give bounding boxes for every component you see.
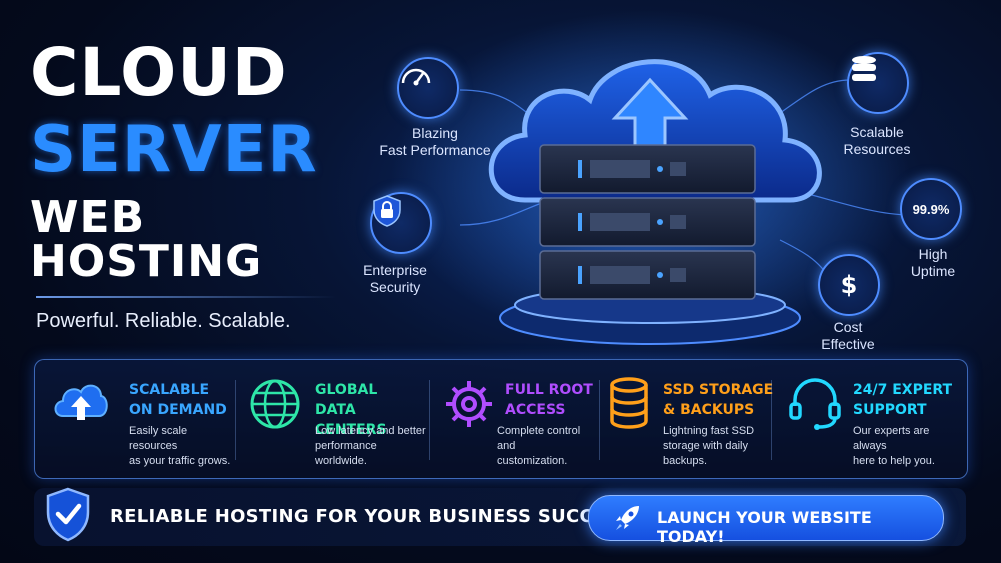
headset-icon xyxy=(789,378,841,430)
business-success-statement: RELIABLE HOSTING FOR YOUR BUSINESS SUCCE… xyxy=(110,506,632,527)
gear-icon xyxy=(446,381,492,427)
title-divider xyxy=(36,296,336,298)
hero-title-cloud: CLOUD xyxy=(30,34,288,111)
database-stack-icon xyxy=(852,56,876,81)
uptime-badge: 99.9% xyxy=(900,178,962,240)
feature-divider xyxy=(429,380,430,460)
cost-badge: $ xyxy=(818,254,880,316)
cloud-server-illustration: Blazing Fast Performance Enterprise Secu… xyxy=(350,0,1001,355)
features-bar: SCALABLE ON DEMAND Easily scale resource… xyxy=(34,359,968,479)
feature-divider xyxy=(599,380,600,460)
speedometer-icon xyxy=(401,68,431,86)
feature-desc: Complete control and customization. xyxy=(497,425,581,467)
feature-desc: Our experts are always here to help you. xyxy=(853,425,935,467)
feature-desc: Easily scale resources as your traffic g… xyxy=(129,425,231,467)
feature-title: FULL ROOT ACCESS xyxy=(505,382,593,418)
rocket-icon xyxy=(616,506,639,530)
illustration-graphic xyxy=(390,10,911,350)
hero-title-web-hosting: WEB HOSTING xyxy=(30,192,263,287)
speedometer-badge xyxy=(397,57,459,119)
launch-website-button[interactable]: LAUNCH YOUR WEBSITE TODAY! xyxy=(588,495,944,546)
callout-performance: Blazing Fast Performance xyxy=(379,125,491,158)
feature-desc: Low latency and better performance world… xyxy=(315,425,426,467)
uptime-value: 99.9% xyxy=(912,201,950,217)
database-icon xyxy=(610,377,648,429)
feature-support: 24/7 EXPERT SUPPORT Our experts are alwa… xyxy=(787,360,957,478)
callout-security: Enterprise Security xyxy=(363,262,427,295)
shield-check-icon xyxy=(46,487,90,542)
hero-title-server: SERVER xyxy=(30,113,318,187)
dollar-icon: $ xyxy=(840,271,858,299)
feature-title: SCALABLE ON DEMAND xyxy=(129,382,227,418)
feature-ssd-storage: SSD STORAGE & BACKUPS Lightning fast SSD… xyxy=(607,360,777,478)
feature-scalable: SCALABLE ON DEMAND Easily scale resource… xyxy=(51,360,231,478)
callout-resources: Scalable Resources xyxy=(843,124,911,157)
tagline: Powerful. Reliable. Scalable. xyxy=(36,310,291,332)
callout-uptime: High Uptime xyxy=(910,246,956,279)
server-stack xyxy=(539,144,756,300)
feature-title: 24/7 EXPERT SUPPORT xyxy=(853,382,953,418)
feature-title: SSD STORAGE & BACKUPS xyxy=(663,382,774,418)
shield-lock-icon xyxy=(373,195,401,227)
feature-root-access: FULL ROOT ACCESS Complete control and cu… xyxy=(441,360,601,478)
callout-cost: Cost Effective xyxy=(821,319,875,352)
database-badge xyxy=(847,52,909,114)
feature-desc: Lightning fast SSD storage with daily ba… xyxy=(663,425,755,467)
feature-divider xyxy=(235,380,236,460)
launch-website-label: LAUNCH YOUR WEBSITE TODAY! xyxy=(657,508,872,546)
globe-icon xyxy=(250,379,300,429)
hero-title: CLOUD SERVER WEB HOSTING xyxy=(30,40,360,284)
lock-badge xyxy=(370,192,432,254)
cloud-upload-icon xyxy=(54,384,108,420)
feature-title: GLOBAL DATA CENTERS xyxy=(315,382,387,438)
feature-global: GLOBAL DATA CENTERS Low latency and bett… xyxy=(247,360,427,478)
feature-divider xyxy=(771,380,772,460)
